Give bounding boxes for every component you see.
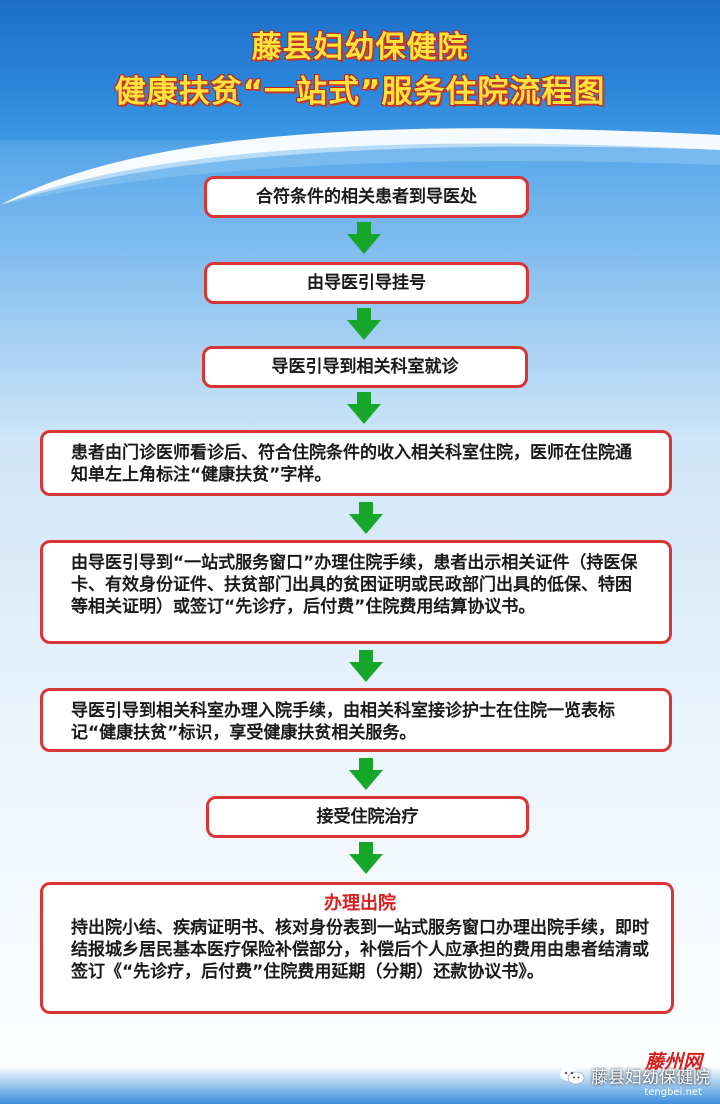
down-arrow-icon (347, 392, 381, 424)
step-4-text: 患者由门诊医师看诊后、符合住院条件的收入相关科室住院，医师在住院通知单左上角标注… (71, 443, 632, 485)
step-2-box: 由导医引导挂号 (204, 262, 529, 304)
down-arrow-icon (349, 502, 383, 534)
step-8-box: 办理出院 持出院小结、疾病证明书、核对身份表到一站式服务窗口办理出院手续，即时结… (40, 882, 674, 1014)
step-6-box: 导医引导到相关科室办理入院手续，由相关科室接诊护士在住院一览表标记“健康扶贫”标… (40, 688, 672, 752)
site-url: tengbei.net (644, 1087, 702, 1098)
step-5-box: 由导医引导到“一站式服务窗口”办理住院手续，患者出示相关证件（持医保卡、有效身份… (40, 540, 672, 644)
down-arrow-icon (349, 842, 383, 874)
step-6-text: 导医引导到相关科室办理入院手续，由相关科室接诊护士在住院一览表标记“健康扶贫”标… (71, 701, 615, 743)
down-arrow-icon (349, 650, 383, 682)
step-3-text: 导医引导到相关科室就诊 (271, 357, 459, 377)
step-7-box: 接受住院治疗 (206, 796, 529, 838)
footer-account: 藤县妇幼保健院 (559, 1063, 710, 1088)
header-swoosh (0, 128, 720, 205)
down-arrow-icon (347, 222, 381, 254)
step-8-text: 持出院小结、疾病证明书、核对身份表到一站式服务窗口办理出院手续，即时结报城乡居民… (71, 918, 649, 982)
step-1-box: 合符条件的相关患者到导医处 (204, 176, 529, 218)
step-7-text: 接受住院治疗 (316, 807, 419, 827)
step-2-text: 由导医引导挂号 (307, 273, 426, 293)
bottom-band (0, 1066, 720, 1104)
step-4-box: 患者由门诊医师看诊后、符合住院条件的收入相关科室住院，医师在住院通知单左上角标注… (40, 430, 672, 496)
account-name: 藤县妇幼保健院 (591, 1068, 710, 1088)
page-subtitle: 健康扶贫“一站式”服务住院流程图 (114, 74, 606, 110)
wechat-icon (560, 1066, 585, 1084)
step-1-text: 合符条件的相关患者到导医处 (256, 187, 477, 207)
page-title: 藤县妇幼保健院 (251, 30, 469, 65)
step-5-text: 由导医引导到“一站式服务窗口”办理住院手续，患者出示相关证件（持医保卡、有效身份… (71, 553, 638, 617)
down-arrow-icon (349, 758, 383, 790)
header-banner (0, 0, 720, 140)
site-logo: 藤州网 (644, 1051, 702, 1073)
step-3-box: 导医引导到相关科室就诊 (202, 346, 528, 388)
down-arrow-icon (347, 308, 381, 340)
step-8-title: 办理出院 (324, 893, 396, 914)
